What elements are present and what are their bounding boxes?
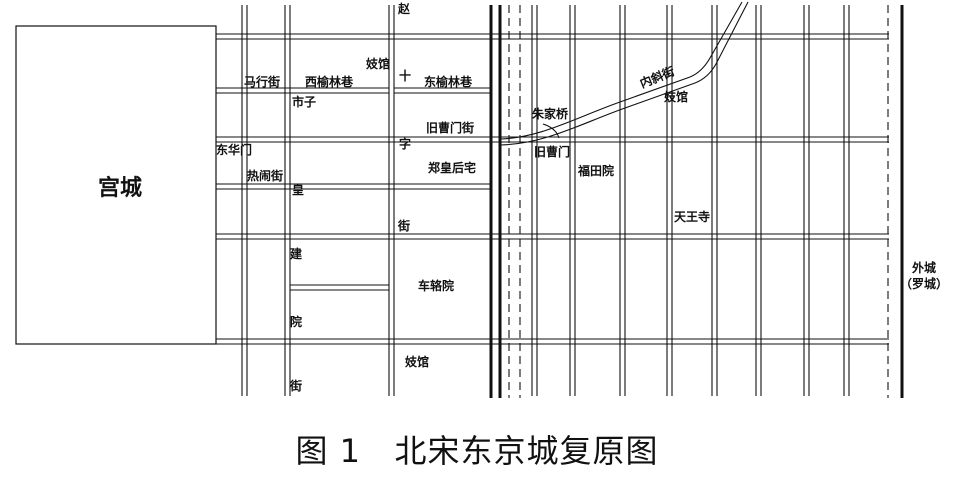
label-jiucao-gate: 旧曹门 [534,144,570,159]
label-zhao: 赵 [397,1,411,16]
label-futian-yard: 福田院 [577,163,614,178]
label-outer-city: 外城 [912,260,936,275]
palace-block [15,25,217,345]
neixie-street [499,1,749,146]
label-shi: 十 [399,68,411,83]
label-jian: 建 [289,246,303,261]
label-jie-mid: 街 [397,218,410,233]
song-dongjing-map: 宫城 赵 妓馆 十 马行街 西榆林巷 东榆林巷 市子 旧曹门街 字 东华门 热闹… [15,1,948,398]
label-huang: 皇 [292,182,304,197]
label-maxing-street: 马行街 [244,74,280,89]
label-neixie-street: 内斜街 [638,63,677,90]
label-yuan: 院 [290,314,302,329]
inner-city-wall [489,5,502,398]
label-jiguan-north: 妓馆 [366,56,390,71]
label-zheng-empress-residence: 郑皇后宅 [428,160,476,175]
label-donghua-gate: 东华门 [216,142,252,157]
label-jiucaomen-street: 旧曹门街 [426,120,474,135]
label-jiguan-south: 妓馆 [405,354,429,369]
label-luo-city: （罗城） [900,276,948,291]
label-jie-south: 街 [289,378,302,393]
street-grid [216,5,889,396]
map-labels: 赵 妓馆 十 马行街 西榆林巷 东榆林巷 市子 旧曹门街 字 东华门 热闹街 皇… [216,1,948,393]
moat [508,5,889,398]
zhujia-bridge [542,123,560,139]
label-jiguan-east: 妓馆 [664,89,688,104]
label-tianwang-temple: 天王寺 [674,209,710,224]
palace-label: 宫城 [98,175,142,201]
label-renao-street: 热闹街 [247,168,283,183]
label-zhujia-bridge: 朱家桥 [532,106,569,121]
figure-caption: 图 1 北宋东京城复原图 [295,432,659,470]
label-xiyulin-lane: 西榆林巷 [305,74,354,89]
label-chelu-yard: 车辂院 [418,278,454,293]
label-dongyulin-lane: 东榆林巷 [424,74,473,89]
label-zi: 字 [399,136,411,151]
label-shizi: 市子 [292,94,316,109]
